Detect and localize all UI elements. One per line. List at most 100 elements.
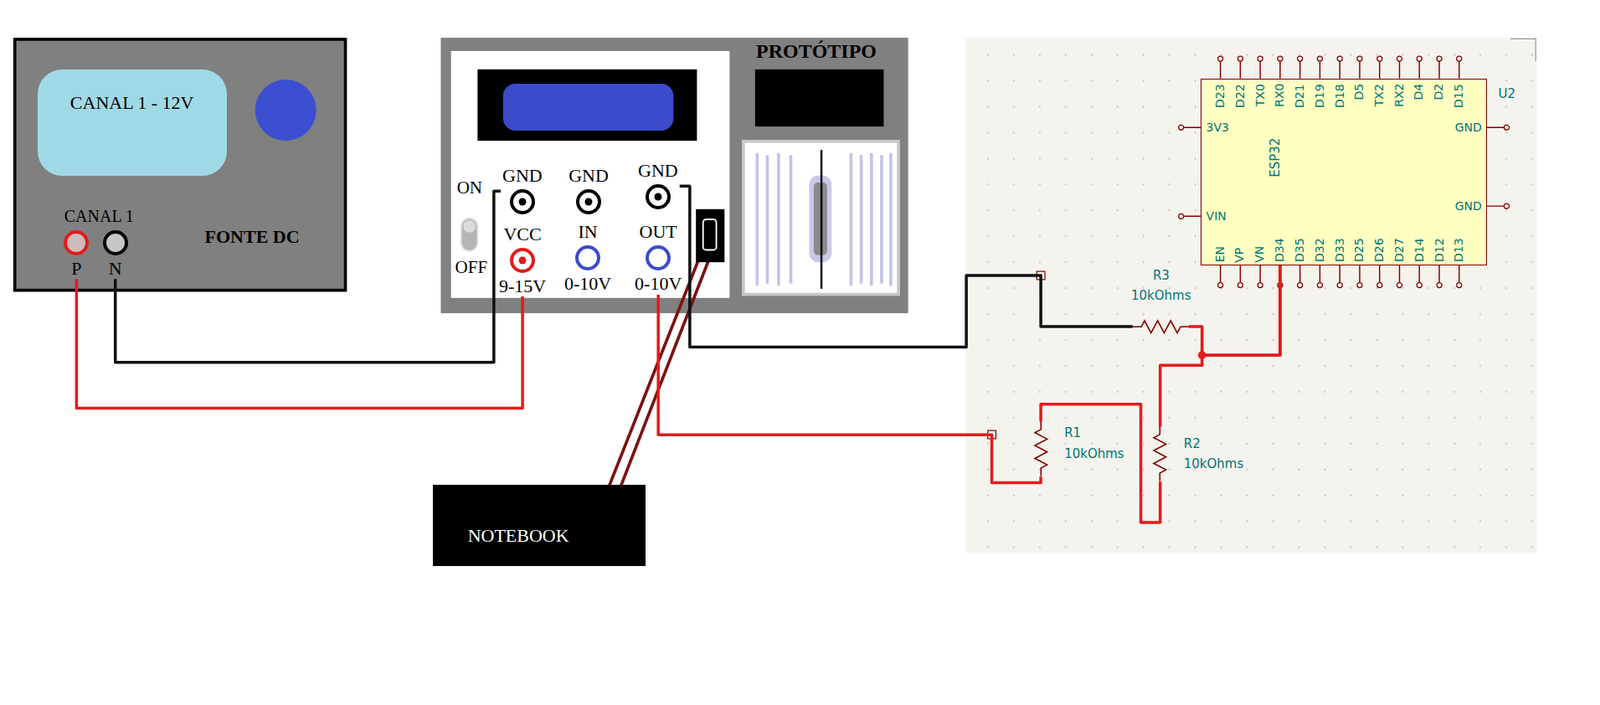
pin-name: D27 (1393, 238, 1406, 263)
pin-name: D21 (1293, 83, 1307, 109)
pin-name: D15 (1452, 83, 1466, 109)
breadboard-strips (756, 153, 891, 286)
pin-name: D34 (1273, 238, 1287, 263)
terminal-ring (65, 231, 88, 254)
pin-name: D4 (1412, 83, 1426, 101)
terminal-jack (61, 228, 91, 258)
terminal-jack (508, 187, 537, 217)
pin-name: D12 (1432, 238, 1446, 263)
pin-name: D35 (1293, 238, 1307, 263)
pin-ends (1178, 56, 1510, 289)
terminal-ring (647, 185, 669, 208)
resistor-value: 10kOhms (1131, 288, 1192, 304)
pin-name: D23 (1214, 83, 1227, 109)
pin-name: D33 (1332, 238, 1346, 263)
box-title: PROTÓTIPO (756, 40, 877, 62)
terminal-label: N (107, 258, 124, 279)
terminal-pin (585, 198, 593, 206)
usb-socket (703, 219, 717, 251)
usb-port (695, 209, 725, 263)
power-supply-housing (15, 39, 346, 291)
terminal-pin (518, 198, 526, 206)
input-terminal: IN0-10V (562, 221, 613, 294)
reference-designator: R2 (1183, 437, 1201, 452)
prototype-box: GNDVCC9-15VGNDIN0-10VGNDOUT0-10VPROTÓTIP… (441, 37, 909, 314)
resistor-zigzag (1034, 421, 1048, 477)
terminal-jack (643, 182, 673, 211)
terminal-label: GND (566, 165, 611, 186)
pin-name: D19 (1313, 83, 1327, 109)
box-title: NOTEBOOK (468, 525, 570, 546)
output-terminal: OUT0-10V (632, 221, 684, 294)
resistor-zigzag (1132, 320, 1189, 334)
wire (658, 294, 1041, 484)
sheet-corner (1510, 38, 1536, 62)
wire (115, 190, 501, 362)
reference-designator: R3 (1152, 268, 1170, 283)
negative-terminal: N (101, 228, 130, 279)
resistor-value: 10kOhms (1183, 457, 1245, 472)
resistor-symbol (1132, 320, 1189, 334)
pin-name: 3V3 (1206, 121, 1230, 134)
pin-name: RX2 (1393, 83, 1406, 108)
switch-lever (463, 220, 476, 233)
pin-name: GND (1455, 200, 1482, 213)
terminal-label: GND (636, 160, 680, 181)
pin-stubs (1183, 61, 1505, 283)
terminal-jack (574, 187, 603, 217)
pin-name: VP (1234, 246, 1247, 263)
terminal-label: 0-10V (632, 273, 684, 294)
pin-name: D18 (1332, 83, 1346, 109)
prototype-housing (441, 37, 909, 314)
terminal-label: P (69, 258, 83, 279)
terminal-label: 9-15V (497, 276, 548, 297)
schematic-grid (965, 37, 1538, 553)
black-panel (755, 69, 885, 127)
resistor-symbol: R310kOhms (1132, 320, 1189, 334)
resistor-value: 10kOhms (1064, 447, 1125, 462)
pin-name: VN (1253, 245, 1266, 263)
channel-label: CANAL 1 (64, 206, 134, 226)
pin-name: TX0 (1253, 83, 1266, 107)
resistor-symbol: R210kOhms (1153, 426, 1167, 482)
terminal-ring (576, 246, 599, 269)
pin-name: D2 (1432, 83, 1446, 101)
terminal-label: GND (500, 165, 545, 186)
positive-terminal: P (61, 228, 91, 279)
reference-designator: U2 (1498, 87, 1517, 102)
terminal-pin (653, 193, 662, 201)
ground-terminal: GND (500, 165, 545, 217)
junction-dot (1198, 350, 1207, 360)
terminal-pin (519, 256, 527, 264)
notebook-box: NOTEBOOK (432, 484, 647, 567)
pin-name: GND (1455, 121, 1482, 134)
terminal-ring (647, 246, 669, 269)
ground-terminal: GND (566, 165, 611, 217)
breadboard (743, 141, 899, 295)
box-title: FONTE DC (205, 226, 300, 247)
reference-designator: R1 (1064, 426, 1081, 441)
terminal-jack (643, 243, 673, 273)
channel-display: CANAL 1 - 12V (37, 69, 227, 176)
terminal-ring (104, 231, 127, 254)
terminal-jack (101, 228, 130, 258)
supply-terminal: VCC9-15V (497, 224, 548, 297)
resistor-symbol: R110kOhms (1034, 421, 1048, 477)
pin-name: D22 (1234, 83, 1247, 109)
switch-label: ON (457, 178, 483, 198)
pin-name: D32 (1313, 238, 1327, 263)
wire (679, 185, 1133, 347)
terminal-ring (511, 190, 534, 213)
pin-name: D5 (1353, 83, 1366, 101)
terminal-ring (511, 249, 534, 272)
wire (76, 278, 523, 408)
pin-name: RX0 (1273, 83, 1287, 108)
terminal-label: IN (576, 221, 600, 242)
terminal-jack (573, 243, 602, 273)
pin-name: EN (1214, 246, 1227, 263)
lcd-frame (477, 69, 697, 141)
knob (255, 79, 317, 141)
lcd-screen (503, 83, 674, 131)
display-text: CANAL 1 - 12V (70, 92, 195, 114)
power-supply-box: CANAL 1 - 12V P N FONTE DC (13, 37, 348, 292)
